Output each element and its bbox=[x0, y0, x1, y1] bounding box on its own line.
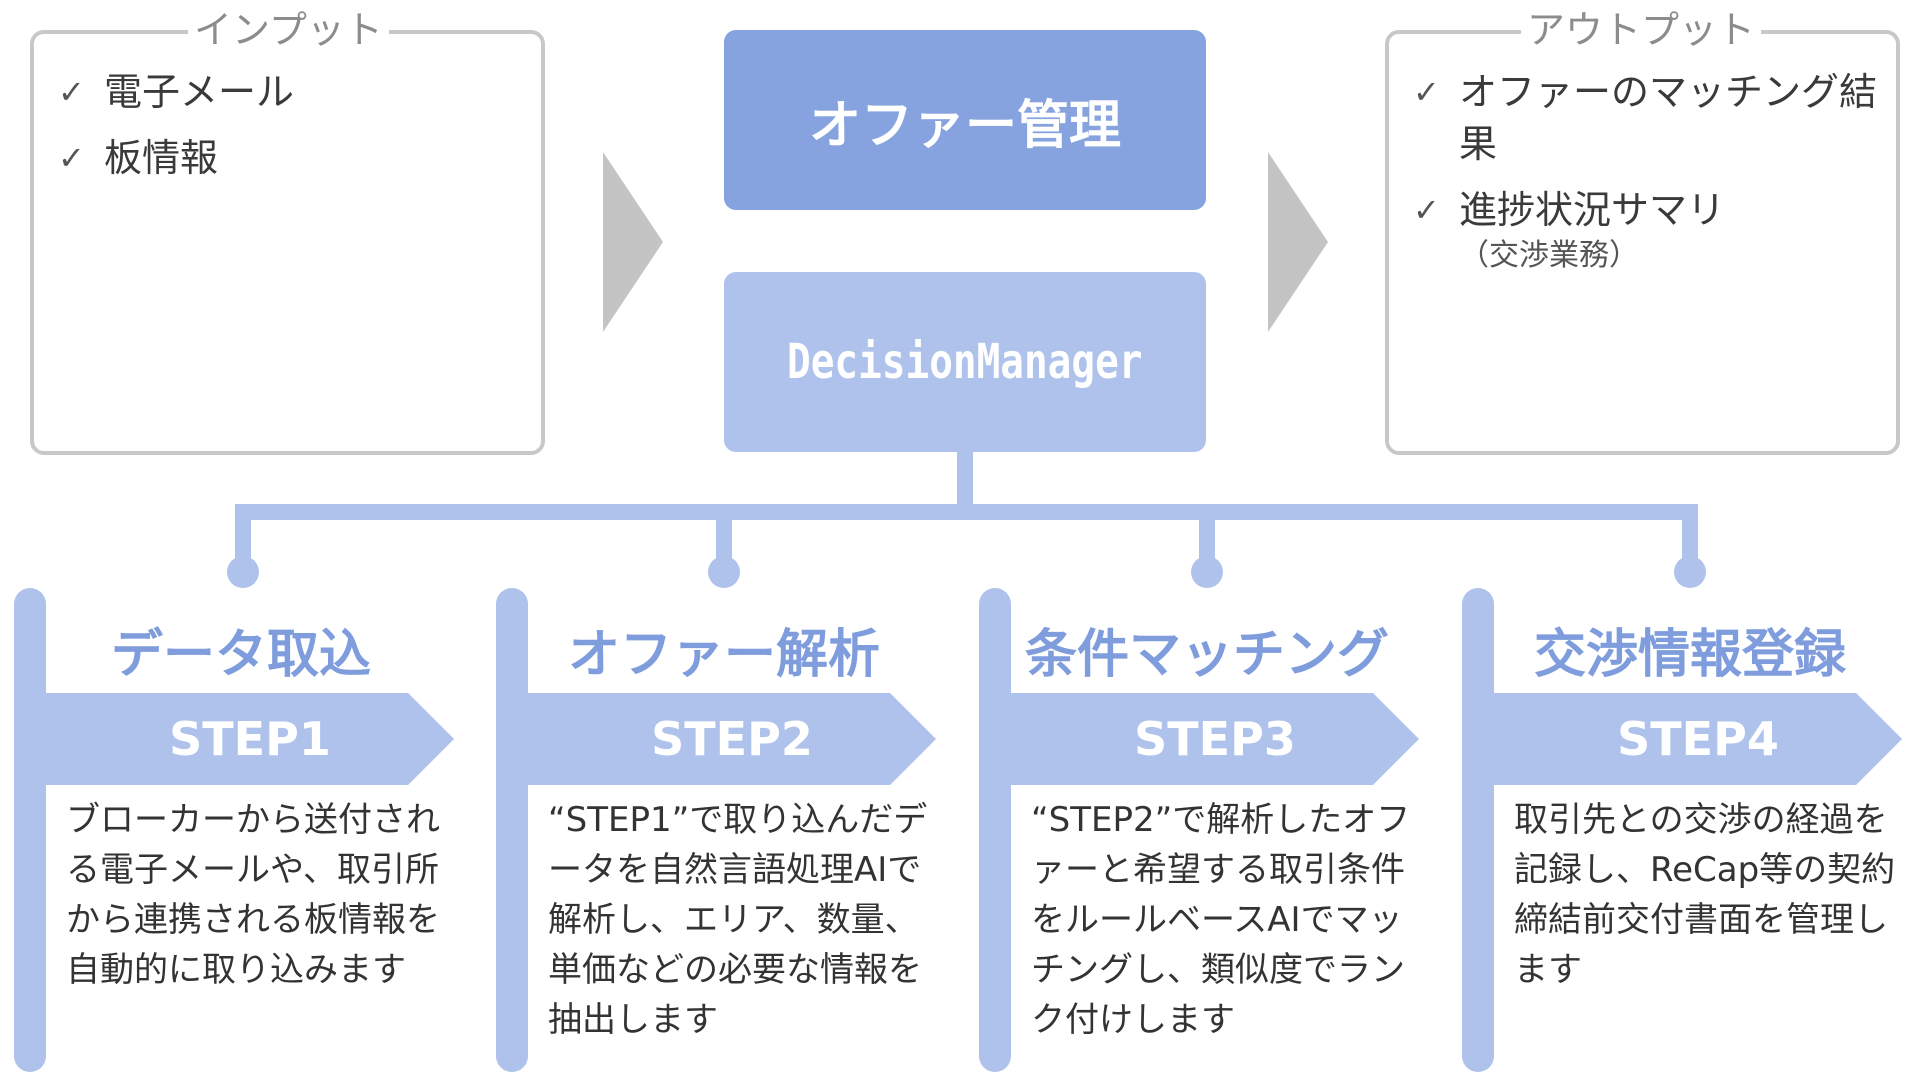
step4-label: STEP4 bbox=[1617, 712, 1779, 766]
check-icon: ✓ bbox=[58, 139, 85, 177]
connector-horizontal bbox=[235, 504, 1698, 520]
step3-bar bbox=[979, 588, 1011, 1072]
offer-management-box: オファー管理 bbox=[724, 30, 1206, 210]
step3-label: STEP3 bbox=[1134, 712, 1296, 766]
arrow-right-icon bbox=[1268, 152, 1328, 332]
connector-dot bbox=[1191, 556, 1223, 588]
decision-manager-box: DecisionManager bbox=[724, 272, 1206, 452]
step2-label: STEP2 bbox=[651, 712, 813, 766]
offer-management-title: オファー管理 bbox=[808, 95, 1121, 156]
output-title: アウトプット bbox=[1521, 8, 1762, 52]
output-list: ✓ オファーのマッチング結果 ✓ 進捗状況サマリ （交渉業務） bbox=[1413, 66, 1877, 290]
step1-label: STEP1 bbox=[169, 712, 331, 766]
output-item-label: 進捗状況サマリ bbox=[1459, 188, 1726, 232]
step2-bar bbox=[496, 588, 528, 1072]
connector-branch bbox=[716, 504, 732, 564]
step1-description: ブローカーから送付される電子メールや、取引所から連携される板情報を自動的に取り込… bbox=[66, 800, 440, 990]
step4-title: 交渉情報登録 bbox=[1533, 625, 1846, 685]
output-item-matching: ✓ オファーのマッチング結果 bbox=[1413, 66, 1879, 170]
step3-arrow: STEP3 bbox=[1011, 693, 1419, 785]
step1-title: データ取込 bbox=[110, 625, 371, 685]
input-title: インプット bbox=[188, 8, 389, 52]
connector-branch bbox=[1199, 504, 1215, 564]
output-item-progress: ✓ 進捗状況サマリ （交渉業務） bbox=[1413, 184, 1873, 276]
step4-arrow: STEP4 bbox=[1494, 693, 1902, 785]
connector-branch bbox=[235, 504, 251, 564]
output-item-sublabel: （交渉業務） bbox=[1459, 238, 1639, 273]
connector-branch bbox=[1682, 504, 1698, 564]
output-item-label: オファーのマッチング結果 bbox=[1459, 70, 1878, 166]
step3-title: 条件マッチング bbox=[1024, 625, 1389, 685]
check-icon: ✓ bbox=[1413, 191, 1440, 229]
input-list: ✓ 電子メール ✓ 板情報 bbox=[58, 66, 518, 198]
step2-description: “STEP1”で取り込んだデータを自然言語処理AIで解析し、エリア、数量、単価な… bbox=[548, 800, 928, 1040]
input-item-board: ✓ 板情報 bbox=[58, 132, 518, 184]
input-box bbox=[30, 30, 545, 455]
check-icon: ✓ bbox=[58, 73, 85, 111]
connector-dot bbox=[1674, 556, 1706, 588]
input-item-email: ✓ 電子メール bbox=[58, 66, 518, 118]
step2-arrow: STEP2 bbox=[528, 693, 936, 785]
step2-title: オファー解析 bbox=[567, 625, 880, 685]
step3-description: “STEP2”で解析したオファーと希望する取引条件をルールベースAIでマッチング… bbox=[1031, 800, 1411, 1040]
step4-bar bbox=[1462, 588, 1494, 1072]
step1-bar bbox=[14, 588, 46, 1072]
connector-dot bbox=[708, 556, 740, 588]
connector-dot bbox=[227, 556, 259, 588]
decision-manager-label: DecisionManager bbox=[787, 334, 1143, 390]
connector-trunk bbox=[957, 452, 973, 504]
check-icon: ✓ bbox=[1413, 73, 1440, 111]
input-item-label: 電子メール bbox=[104, 70, 295, 114]
arrow-right-icon bbox=[603, 152, 663, 332]
input-item-label: 板情報 bbox=[104, 136, 219, 180]
step4-description: 取引先との交渉の経過を記録し、ReCap等の契約締結前交付書面を管理します bbox=[1514, 800, 1896, 990]
step1-arrow: STEP1 bbox=[46, 693, 454, 785]
output-box bbox=[1385, 30, 1900, 455]
